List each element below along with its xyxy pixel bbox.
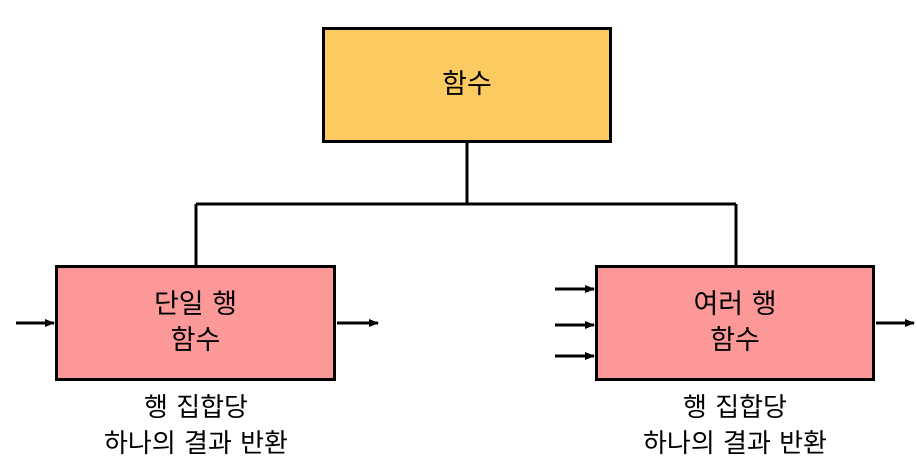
single-row-caption: 행 집합당 하나의 결과 반환 [46,390,346,462]
function-box: 함수 [322,27,612,143]
multi-row-function-box: 여러 행 함수 [595,265,875,381]
multi-row-caption-line2: 하나의 결과 반환 [643,429,827,459]
single-row-label-line2: 함수 [170,325,221,356]
single-row-function-box: 단일 행 함수 [55,265,336,381]
single-row-label-line1: 단일 행 [153,289,238,320]
multi-row-label-line1: 여러 행 [693,289,777,320]
single-row-caption-line1: 행 집합당 [144,393,248,423]
multi-row-caption-line1: 행 집합당 [683,393,787,423]
single-row-caption-line2: 하나의 결과 반환 [104,429,288,459]
multi-row-caption: 행 집합당 하나의 결과 반환 [585,390,885,462]
function-label: 함수 [442,69,492,100]
multi-row-label-line2: 함수 [710,325,760,356]
